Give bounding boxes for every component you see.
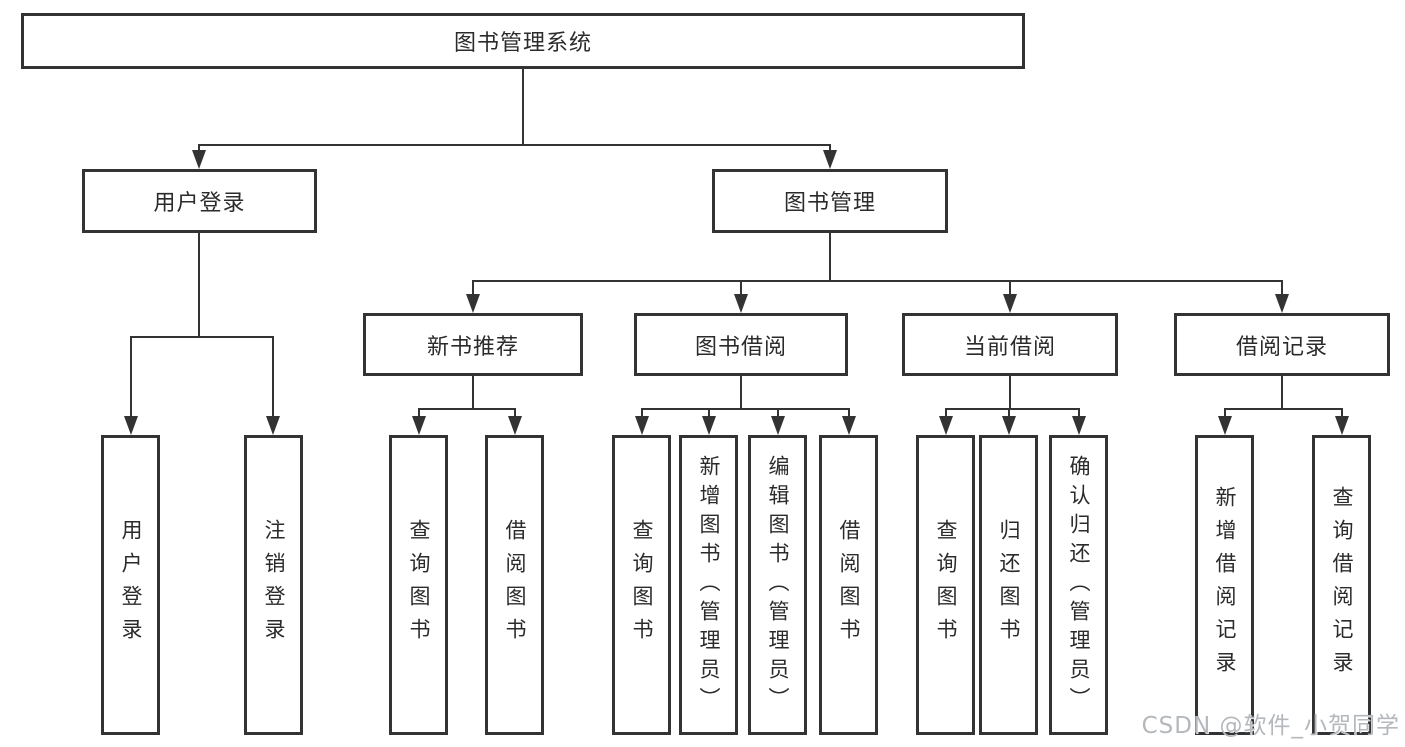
connector-drop: [272, 336, 274, 418]
arrowhead: [508, 416, 522, 435]
connector-drop: [829, 144, 831, 152]
leaf-user-login: 用户登录: [101, 435, 160, 735]
node-root-label: 图书管理系统: [453, 31, 592, 56]
node-book-management: 图书管理: [712, 169, 948, 233]
leaf-nb-query-books-label: 查询图书: [407, 519, 431, 651]
arrowhead: [192, 150, 206, 169]
leaf-bb-edit-books-admin: 编辑图书（管理员）: [748, 435, 807, 735]
connector-current-borrow-stem: [1009, 376, 1011, 410]
connector-drop: [1078, 408, 1080, 418]
arrowhead: [266, 416, 280, 435]
arrowhead: [412, 416, 426, 435]
arrowhead: [1002, 416, 1016, 435]
arrowhead: [939, 416, 953, 435]
node-new-book-recommend-label: 新书推荐: [426, 334, 519, 360]
connector-current-borrow-rail: [945, 408, 1080, 410]
leaf-user-login-label: 用户登录: [119, 519, 143, 651]
connector-book-borrow-stem: [740, 376, 742, 410]
connector-user-login-stem: [198, 233, 200, 337]
connector-drop: [1224, 408, 1226, 418]
node-current-borrow-label: 当前借阅: [963, 334, 1056, 360]
leaf-nb-borrow-books-label: 借阅图书: [503, 519, 527, 651]
arrowhead: [466, 294, 480, 313]
node-borrow-records: 借阅记录: [1174, 313, 1390, 376]
leaf-br-add-record-label: 新增借阅记录: [1213, 486, 1237, 684]
arrowhead: [771, 416, 785, 435]
connector-level2-rail: [198, 144, 831, 146]
leaf-br-query-record-label: 查询借阅记录: [1330, 486, 1354, 684]
node-user-login: 用户登录: [82, 169, 317, 233]
leaf-cb-confirm-return-admin-label: 确认归还（管理员）: [1067, 454, 1091, 716]
node-borrow-records-label: 借阅记录: [1235, 334, 1328, 360]
arrowhead: [842, 416, 856, 435]
connector-user-login-rail: [130, 336, 274, 338]
leaf-cb-return-books: 归还图书: [979, 435, 1038, 735]
connector-book-borrow-rail: [641, 408, 850, 410]
connector-drop: [1281, 280, 1283, 296]
node-book-management-label: 图书管理: [783, 191, 876, 216]
arrowhead: [1072, 416, 1086, 435]
leaf-bb-edit-books-admin-label: 编辑图书（管理员）: [766, 454, 790, 716]
leaf-nb-borrow-books: 借阅图书: [485, 435, 544, 735]
leaf-cb-query-books-label: 查询图书: [934, 519, 958, 651]
connector-drop: [130, 336, 132, 418]
connector-drop: [740, 280, 742, 296]
connector-drop: [945, 408, 947, 418]
connector-borrow-records-stem: [1281, 376, 1283, 410]
leaf-logout-login: 注销登录: [244, 435, 303, 735]
connector-drop: [777, 408, 779, 418]
leaf-bb-query-books-label: 查询图书: [630, 519, 654, 651]
arrowhead: [124, 416, 138, 435]
leaf-bb-borrow-books: 借阅图书: [819, 435, 878, 735]
connector-drop: [1341, 408, 1343, 418]
arrowhead: [635, 416, 649, 435]
connector-new-book-stem: [472, 376, 474, 410]
connector-drop: [848, 408, 850, 418]
leaf-bb-query-books: 查询图书: [612, 435, 671, 735]
arrowhead: [702, 416, 716, 435]
csdn-watermark: CSDN @软件_小贺同学: [1141, 713, 1400, 739]
connector-drop: [1009, 280, 1011, 296]
connector-borrow-records-rail: [1224, 408, 1343, 410]
connector-drop: [198, 144, 200, 152]
connector-drop: [514, 408, 516, 418]
connector-drop: [418, 408, 420, 418]
arrowhead: [734, 294, 748, 313]
connector-level3-rail: [472, 280, 1283, 282]
connector-drop: [708, 408, 710, 418]
leaf-br-add-record: 新增借阅记录: [1195, 435, 1254, 735]
leaf-bb-add-books-admin-label: 新增图书（管理员）: [697, 454, 721, 716]
leaf-bb-add-books-admin: 新增图书（管理员）: [679, 435, 738, 735]
arrowhead: [1003, 294, 1017, 313]
leaf-cb-query-books: 查询图书: [916, 435, 975, 735]
leaf-logout-login-label: 注销登录: [262, 519, 286, 651]
connector-drop: [472, 280, 474, 296]
connector-drop: [641, 408, 643, 418]
connector-drop: [1008, 408, 1010, 418]
node-book-borrow: 图书借阅: [634, 313, 848, 376]
connector-book-management-stem: [829, 233, 831, 282]
leaf-cb-return-books-label: 归还图书: [997, 519, 1021, 651]
node-root: 图书管理系统: [21, 13, 1025, 69]
arrowhead: [1218, 416, 1232, 435]
node-new-book-recommend: 新书推荐: [363, 313, 583, 376]
leaf-bb-borrow-books-label: 借阅图书: [837, 519, 861, 651]
connector-root-stem: [522, 69, 524, 146]
node-user-login-label: 用户登录: [153, 191, 246, 216]
node-current-borrow: 当前借阅: [902, 313, 1118, 376]
arrowhead: [823, 150, 837, 169]
arrowhead: [1275, 294, 1289, 313]
arrowhead: [1335, 416, 1349, 435]
leaf-nb-query-books: 查询图书: [389, 435, 448, 735]
leaf-cb-confirm-return-admin: 确认归还（管理员）: [1049, 435, 1108, 735]
connector-new-book-rail: [418, 408, 516, 410]
node-book-borrow-label: 图书借阅: [694, 334, 787, 360]
leaf-br-query-record: 查询借阅记录: [1312, 435, 1371, 735]
